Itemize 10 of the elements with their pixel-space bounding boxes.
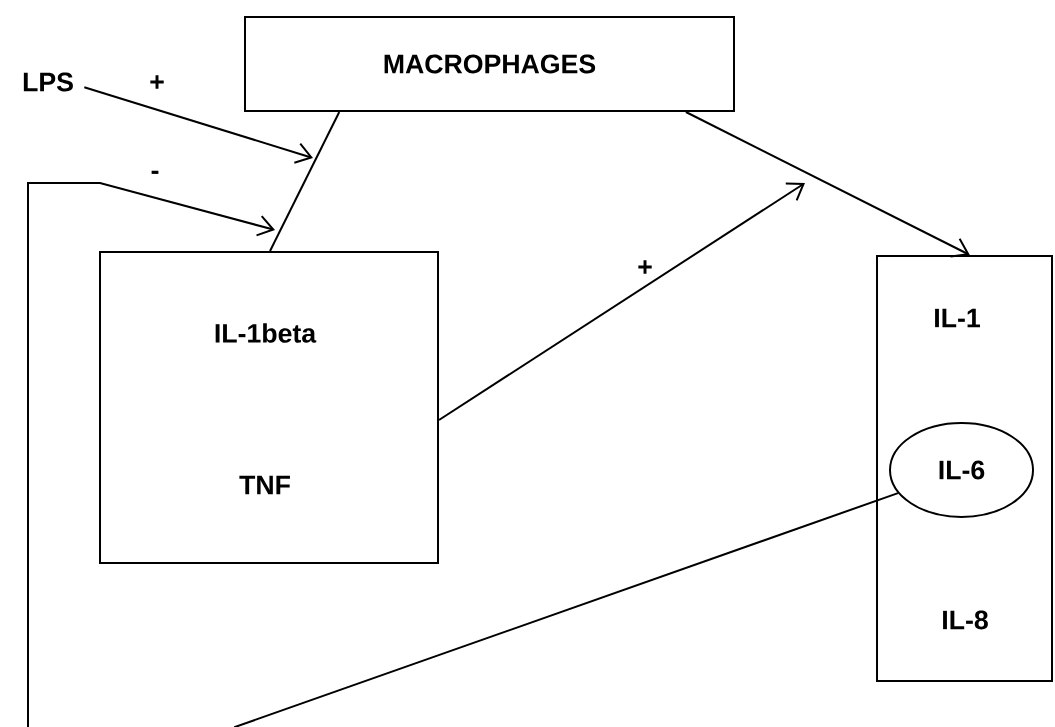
arrow [83,86,313,164]
edge-label: + [635,258,655,278]
arrow [27,182,899,727]
edge-label: - [149,169,161,181]
cell-box: MACROPHAGES [244,16,735,112]
arrow [684,111,970,258]
arrow [438,182,805,421]
stimulus-label: LPS [23,72,73,92]
edge-label: + [147,73,167,93]
cytokine-box: IL-1beta TNF [99,251,439,564]
